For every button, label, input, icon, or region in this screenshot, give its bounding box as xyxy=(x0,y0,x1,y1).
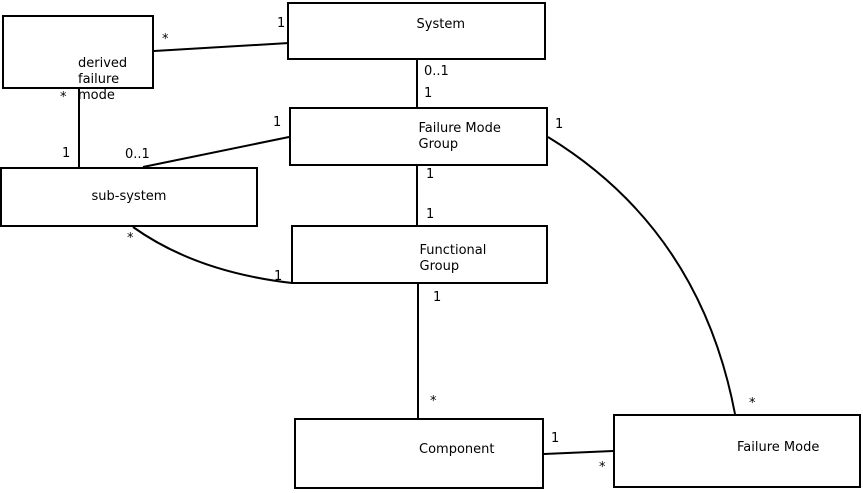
node-derived-failure-mode: derived failure mode xyxy=(2,15,154,103)
multiplicity-label: * xyxy=(599,460,606,475)
node-system: System xyxy=(287,2,546,60)
multiplicity-label: 1 xyxy=(277,16,286,31)
connector-failure-mode-group-sub-system xyxy=(142,136,290,168)
node-failure-mode-label: Failure Mode xyxy=(737,440,820,455)
node-sub-system-label: sub-system xyxy=(91,189,167,204)
multiplicity-label: * xyxy=(60,90,67,105)
node-system-label: System xyxy=(416,17,465,32)
multiplicity-label: * xyxy=(162,32,169,47)
multiplicity-label: * xyxy=(749,396,756,411)
connector-failure-mode-group-failure-mode xyxy=(547,136,736,415)
node-component-label: Component xyxy=(419,442,495,457)
node-functional-group: Functional Group xyxy=(291,225,548,284)
node-sub-system: sub-system xyxy=(0,167,258,227)
node-failure-mode-group: Failure Mode Group xyxy=(289,107,548,166)
multiplicity-label: 1 xyxy=(433,290,442,305)
node-failure-mode-group-label: Failure Mode Group xyxy=(418,121,501,152)
connector-sub-system-functional-group xyxy=(132,226,293,284)
multiplicity-label: 1 xyxy=(424,86,433,101)
multiplicity-label: * xyxy=(127,231,134,246)
multiplicity-label: 1 xyxy=(62,146,71,161)
connector-component-failure-mode xyxy=(543,450,614,455)
node-failure-mode: Failure Mode xyxy=(613,414,861,488)
multiplicity-label: 0..1 xyxy=(125,147,150,162)
multiplicity-label: 1 xyxy=(426,207,435,222)
multiplicity-label: 1 xyxy=(555,117,564,132)
multiplicity-label: 1 xyxy=(274,269,283,284)
node-functional-group-label: Functional Group xyxy=(419,243,487,274)
connector-system-derived-failure-mode xyxy=(153,42,290,52)
multiplicity-label: 0..1 xyxy=(424,64,449,79)
node-component: Component xyxy=(294,418,544,489)
multiplicity-label: * xyxy=(430,394,437,409)
node-derived-failure-mode-label: derived failure mode xyxy=(78,56,128,103)
multiplicity-label: 1 xyxy=(273,115,282,130)
multiplicity-label: 1 xyxy=(426,167,435,182)
multiplicity-label: 1 xyxy=(551,431,560,446)
